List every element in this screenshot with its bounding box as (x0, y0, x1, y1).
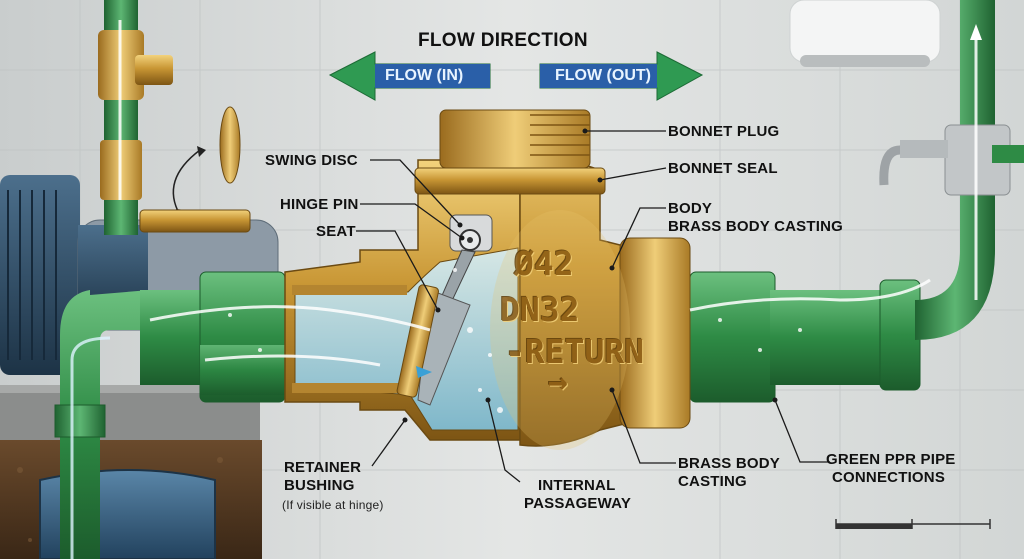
label-bonnet-plug: BONNET PLUG (668, 123, 780, 140)
body-arrow-marking: → (548, 362, 568, 401)
label-casting-line1: BRASS BODY (678, 455, 781, 472)
label-body-line2: BRASS BODY CASTING (668, 218, 844, 235)
label-retainer-note: (If visible at hinge) (282, 498, 384, 512)
label-bonnet-seal: BONNET SEAL (668, 160, 778, 177)
flow-out-label: FLOW (OUT) (555, 67, 651, 84)
label-swing-disc: SWING DISC (265, 152, 358, 169)
label-retainer-line1: RETAINER (284, 459, 362, 476)
body-dn-marking: DN32 (500, 290, 580, 329)
label-passage-line2: PASSAGEWAY (524, 495, 632, 512)
label-hinge-pin: HINGE PIN (280, 196, 359, 213)
label-passage-line1: INTERNAL (538, 477, 616, 494)
label-pipe-line2: CONNECTIONS (832, 469, 946, 486)
diagram-title: FLOW DIRECTION (418, 30, 588, 51)
label-retainer-line2: BUSHING (284, 477, 355, 494)
label-casting-line2: CASTING (678, 473, 747, 490)
label-pipe-line1: GREEN PPR PIPE (826, 451, 956, 468)
label-body-line1: BODY (668, 200, 713, 217)
label-seat: SEAT (316, 223, 356, 240)
body-type-marking: -RETURN (505, 332, 645, 371)
flow-in-label: FLOW (IN) (385, 67, 464, 84)
body-size-marking: Ø42 (514, 244, 574, 283)
